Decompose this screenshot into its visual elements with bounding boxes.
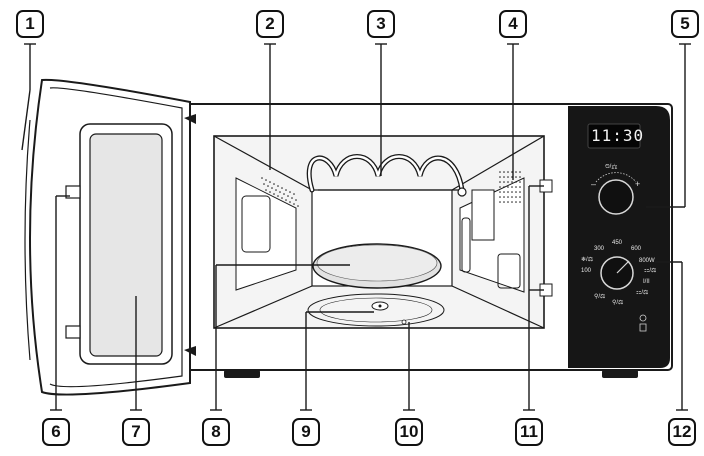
power-level-600: 600	[631, 246, 642, 252]
leader-lines	[21, 43, 691, 411]
power-level-100: 100	[581, 268, 592, 274]
defrost-label: ❄/⚖	[581, 257, 594, 263]
combi-label: I/II	[643, 279, 650, 285]
grill-label: ⚏/⚖	[644, 268, 657, 274]
svg-text:+: +	[635, 179, 640, 189]
callout-10: 10	[395, 418, 423, 446]
power-level-450: 450	[612, 240, 623, 246]
door	[24, 78, 196, 396]
combi-2-label: ⚏/⚖	[636, 290, 649, 296]
auto-label-1: ⚲/⚖	[594, 294, 606, 300]
callout-9: 9	[292, 418, 320, 446]
callout-11: 11	[515, 418, 543, 446]
power-level-300: 300	[594, 246, 605, 252]
control-panel: – +	[568, 106, 670, 368]
svg-text:–: –	[591, 179, 596, 189]
callout-2: 2	[256, 10, 284, 38]
timer-knob-label: ⏲/⚖	[605, 164, 618, 170]
cavity	[213, 135, 553, 329]
callout-6: 6	[42, 418, 70, 446]
roller-ring	[307, 293, 445, 327]
callout-3: 3	[367, 10, 395, 38]
callout-8: 8	[202, 418, 230, 446]
callout-12: 12	[668, 418, 696, 446]
power-level-800w: 800W	[639, 258, 655, 264]
callout-7: 7	[122, 418, 150, 446]
callout-1: 1	[16, 10, 44, 38]
clock-display: 11:30	[591, 126, 645, 145]
auto-label-2: ⚲/⚖	[612, 300, 624, 306]
callout-5: 5	[671, 10, 699, 38]
callout-4: 4	[499, 10, 527, 38]
